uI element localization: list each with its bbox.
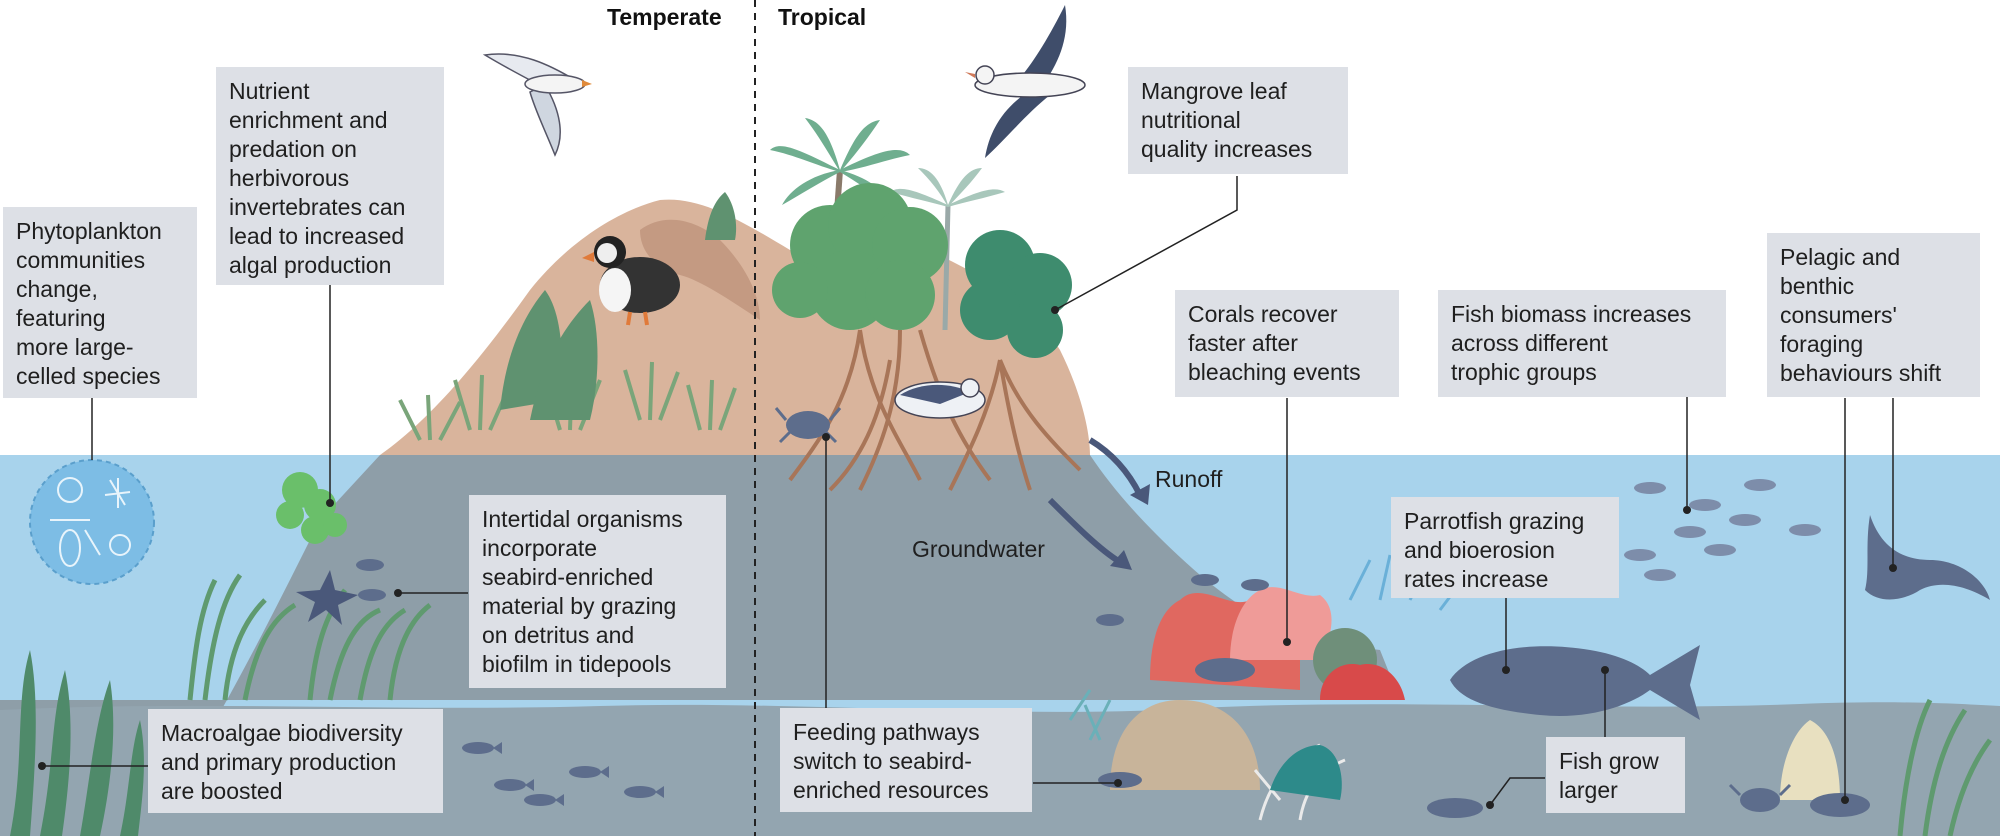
island-rock-face bbox=[640, 219, 760, 320]
manta-ray-icon bbox=[1865, 515, 1990, 600]
parrotfish-icon bbox=[1450, 645, 1700, 720]
groundwater-arrow bbox=[1047, 497, 1132, 570]
nesting-seabird-icon bbox=[894, 378, 986, 419]
mangrove-callout: Mangrove leaf nutritional quality increa… bbox=[1128, 67, 1348, 174]
fish-icon bbox=[356, 559, 664, 806]
seastar-icon bbox=[296, 570, 358, 625]
parrotfish-callout: Parrotfish grazing and bioerosion rates … bbox=[1391, 497, 1619, 598]
fish-grow-callout: Fish grow larger bbox=[1546, 737, 1685, 813]
runoff-arrow bbox=[1088, 437, 1150, 505]
corals-callout: Corals recover faster after bleaching ev… bbox=[1175, 290, 1399, 397]
fish-biomass-callout: Fish biomass increases across different … bbox=[1438, 290, 1726, 397]
phytoplankton-icon bbox=[29, 459, 155, 585]
albatross-icon bbox=[965, 5, 1086, 158]
nutrient-callout: Nutrient enrichment and predation on her… bbox=[216, 67, 444, 285]
tropical-heading: Tropical bbox=[778, 4, 867, 30]
seagull-icon bbox=[482, 53, 592, 157]
small-fish bbox=[1096, 574, 1870, 818]
intertidal-callout: Intertidal organisms incorporate seabird… bbox=[469, 495, 726, 688]
groundwater-label: Groundwater bbox=[912, 536, 1045, 562]
sea-lettuce bbox=[276, 472, 347, 544]
crab-icon bbox=[774, 407, 842, 444]
leader-dots bbox=[38, 306, 1897, 809]
coral-icon bbox=[1068, 554, 1993, 836]
feeding-callout: Feeding pathways switch to seabird- enri… bbox=[780, 708, 1032, 812]
temperate-shrubs bbox=[500, 192, 737, 420]
phytoplankton-callout: Phytoplankton communities change, featur… bbox=[3, 207, 197, 398]
seagrass bbox=[187, 573, 432, 701]
puffin-icon bbox=[582, 236, 680, 326]
pelagic-callout: Pelagic and benthic consumers' foraging … bbox=[1767, 233, 1980, 397]
mangrove-tree-icon bbox=[772, 183, 1082, 492]
kelp bbox=[10, 650, 144, 836]
reef-fish-school bbox=[1624, 479, 1821, 581]
macroalgae-callout: Macroalgae biodiversity and primary prod… bbox=[148, 709, 443, 813]
reef-crab-icon bbox=[1728, 783, 1792, 812]
leader-lines bbox=[42, 176, 1894, 806]
runoff-label: Runoff bbox=[1155, 466, 1223, 492]
temperate-heading: Temperate bbox=[607, 4, 722, 30]
